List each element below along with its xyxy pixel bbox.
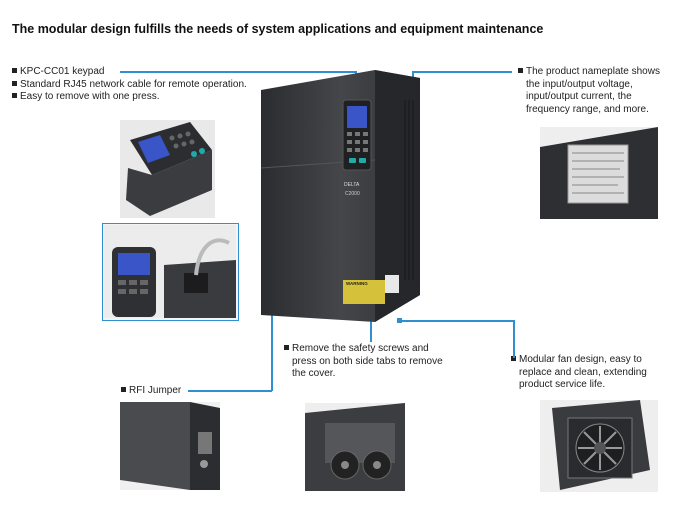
keypad-photo (120, 120, 215, 218)
bullet-icon (284, 345, 289, 350)
leader-line-rfi-rise (271, 253, 273, 391)
nameplate-description: The product nameplate shows the input/ou… (518, 66, 660, 116)
keypad-cable-photo (104, 225, 236, 318)
leader-dot-fan (397, 318, 402, 323)
leader-line-fan-drop (513, 320, 515, 358)
keypad-item-remove: Easy to remove with one press. (12, 91, 247, 104)
bullet-icon (518, 68, 523, 73)
rfi-jumper-label: RFI Jumper (121, 385, 181, 398)
leader-line-nameplate (412, 71, 512, 73)
drive-brand: DELTA (344, 182, 360, 188)
keypad-feature-list: KPC-CC01 keypad Standard RJ45 network ca… (12, 66, 247, 104)
bullet-icon (12, 80, 17, 86)
leader-line-cover (370, 308, 372, 342)
cover-removal-photo (305, 403, 405, 491)
keypad-item-model: KPC-CC01 keypad (12, 66, 247, 79)
bullet-icon (12, 68, 17, 73)
drive-warning-label: WARNING (346, 281, 368, 286)
page-title: The modular design fulfills the needs of… (12, 22, 544, 36)
fan-description: Modular fan design, easy to replace and … (511, 354, 647, 392)
cover-description: Remove the safety screws and press on bo… (284, 343, 443, 381)
leader-line-fan (400, 320, 514, 322)
bullet-icon (12, 93, 17, 98)
keypad-item-cable: Standard RJ45 network cable for remote o… (12, 79, 247, 92)
bullet-icon (121, 387, 126, 392)
nameplate-photo (540, 127, 658, 219)
drive-model: C2000 (345, 191, 360, 197)
fan-module-photo (540, 400, 658, 492)
bullet-icon (511, 356, 516, 361)
rfi-jumper-photo (120, 402, 220, 490)
ac-drive-illustration (260, 70, 420, 322)
leader-line-rfi (188, 390, 272, 392)
leader-line-keypad (120, 71, 356, 73)
